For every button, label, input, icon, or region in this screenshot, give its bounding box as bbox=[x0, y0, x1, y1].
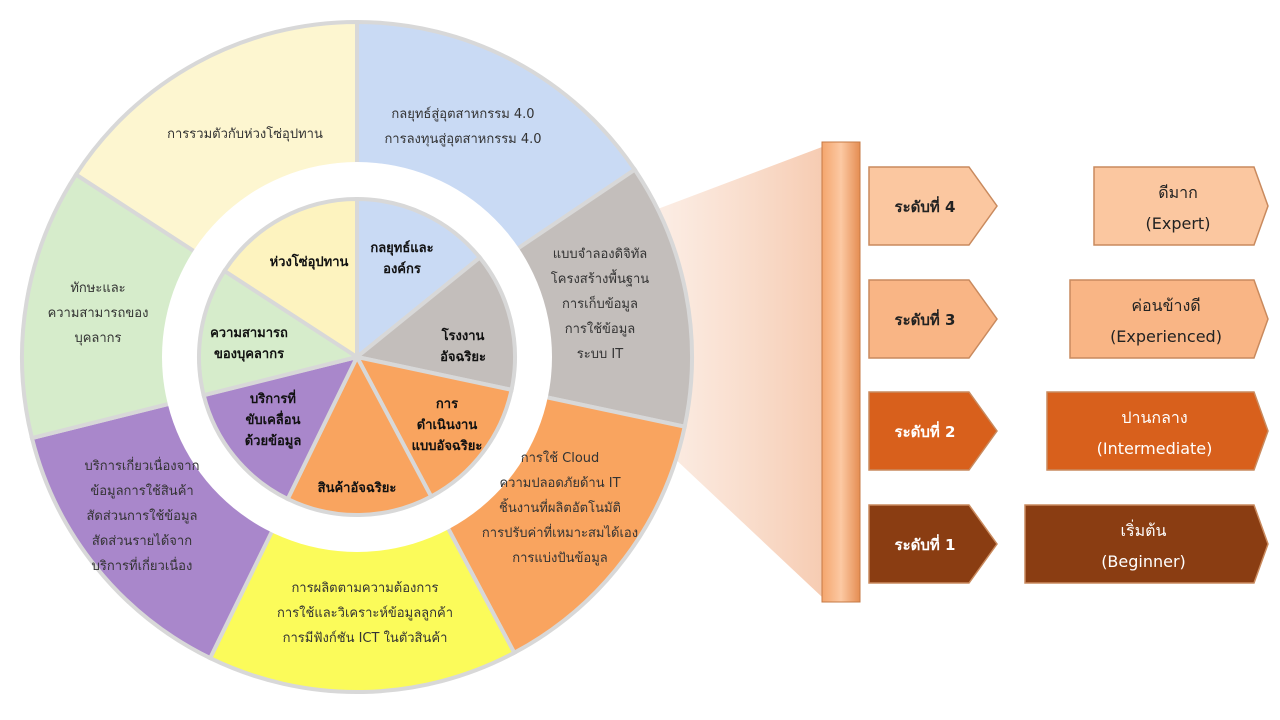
level-row: ระดับที่ 4 ดีมาก (Expert) bbox=[868, 166, 1269, 246]
wheel-outer-labels: กลยุทธ์สู่อุตสาหกรรม 4.0 การลงทุนสู่อุตสา… bbox=[48, 106, 650, 646]
outer-label-line: แบบจำลองดิจิทัล bbox=[553, 247, 648, 262]
outer-label-line: การใช้และวิเคราะห์ข้อมูลลูกค้า bbox=[277, 605, 453, 621]
inner-label-line: ของบุคลากร bbox=[214, 347, 284, 362]
inner-label-data-services: บริการที่ขับเคลื่อนด้วยข้อมูล bbox=[245, 389, 302, 449]
inner-segment-data-services bbox=[201, 354, 361, 502]
inner-label-line: องค์กร bbox=[383, 261, 421, 277]
wheel-inner-labels: กลยุทธ์และองค์กรโรงงานอัจฉริยะการดำเนินง… bbox=[210, 240, 486, 496]
outer-label-line: ข้อมูลการใช้สินค้า bbox=[90, 483, 193, 499]
level-arrow bbox=[868, 504, 998, 584]
inner-label-line: โรงงาน bbox=[441, 327, 485, 344]
inner-label-line: แบบอัจฉริยะ bbox=[412, 439, 483, 454]
inner-label-line: บริการที่ bbox=[250, 389, 296, 407]
outer-label-strategy: กลยุทธ์สู่อุตสาหกรรม 4.0 การลงทุนสู่อุตสา… bbox=[384, 106, 541, 147]
outer-label-products: การผลิตตามความต้องการการใช้และวิเคราะห์ข… bbox=[277, 581, 453, 646]
inner-label-factory: โรงงานอัจฉริยะ bbox=[440, 327, 486, 365]
outer-label-operations: การใช้ Cloud ความปลอดภัยด้าน IT ชิ้นงานที่… bbox=[482, 450, 638, 566]
inner-segment-supply-chain bbox=[221, 196, 359, 361]
level-result-thai: ดีมาก bbox=[1158, 183, 1198, 202]
inner-label-line: ห่วงโซ่อุปทาน bbox=[270, 253, 349, 270]
level-scale-bar bbox=[821, 141, 861, 603]
outer-label-line: สัดส่วนการใช้ข้อมูล bbox=[86, 508, 197, 524]
outer-label-line: ความปลอดภัยด้าน IT bbox=[499, 476, 620, 491]
outer-label-line: การเก็บข้อมูล bbox=[562, 294, 638, 312]
level-label: ระดับที่ 4 bbox=[895, 196, 956, 216]
inner-label-line: ดำเนินงาน bbox=[417, 417, 478, 433]
outer-label-line: บริการเกี่ยวเนื่องจาก bbox=[85, 457, 200, 474]
inner-label-line: ด้วยข้อมูล bbox=[245, 433, 302, 449]
level-arrow bbox=[868, 391, 998, 471]
level-row: ระดับที่ 1 เริ่มต้น (Beginner) bbox=[868, 504, 1269, 584]
outer-label-line: บริการที่เกี่ยวเนื่อง bbox=[92, 557, 193, 574]
outer-label-line: การรวมตัวกับห่วงโซ่อุปทาน bbox=[167, 126, 323, 142]
wheel-inner-ring bbox=[197, 196, 517, 517]
level-label: ระดับที่ 1 bbox=[895, 534, 956, 554]
inner-label-strategy: กลยุทธ์และองค์กร bbox=[370, 240, 433, 277]
outer-label-line: ระบบ IT bbox=[577, 347, 623, 362]
inner-label-line: สินค้าอัจฉริยะ bbox=[318, 480, 397, 496]
inner-label-line: กลยุทธ์และ bbox=[370, 240, 433, 256]
inner-label-employees: ความสามารถของบุคลากร bbox=[210, 326, 288, 362]
outer-label-line: ชิ้นงานที่ผลิตอัตโนมัติ bbox=[499, 498, 621, 516]
outer-label-employees: ทักษะและความสามารถของบุคลากร bbox=[48, 281, 149, 346]
outer-label-line: การปรับค่าที่เหมาะสมได้เอง bbox=[482, 524, 638, 541]
level-label: ระดับที่ 2 bbox=[895, 421, 956, 441]
outer-label-line: การลงทุนสู่อุตสาหกรรม 4.0 bbox=[384, 132, 541, 147]
level-result-thai: ปานกลาง bbox=[1121, 408, 1187, 427]
level-result-thai: เริ่มต้น bbox=[1121, 519, 1167, 540]
inner-segment-products bbox=[285, 352, 434, 517]
level-result-box bbox=[1069, 279, 1269, 359]
level-result-english: (Experienced) bbox=[1110, 327, 1222, 346]
level-arrow bbox=[868, 166, 998, 246]
outer-label-line: โครงสร้างพื้นฐาน bbox=[551, 269, 650, 287]
inner-segment-strategy bbox=[355, 196, 483, 362]
level-row: ระดับที่ 2 ปานกลาง (Intermediate) bbox=[868, 391, 1269, 471]
outer-label-line: ความสามารถของ bbox=[48, 306, 149, 321]
funnel-connector bbox=[655, 147, 822, 597]
inner-segment-employees bbox=[197, 268, 362, 398]
outer-label-line: การมีฟังก์ชัน ICT ในตัวสินค้า bbox=[283, 630, 448, 646]
level-result-box bbox=[1046, 391, 1269, 471]
outer-label-line: การใช้ข้อมูล bbox=[565, 321, 636, 337]
level-result-english: (Expert) bbox=[1146, 214, 1211, 233]
outer-label-line: สัดส่วนรายได้จาก bbox=[92, 533, 192, 549]
level-row: ระดับที่ 3 ค่อนข้างดี (Experienced) bbox=[868, 279, 1269, 359]
inner-label-line: การ bbox=[436, 397, 458, 412]
outer-label-line: บุคลากร bbox=[74, 331, 121, 346]
level-result-thai: ค่อนข้างดี bbox=[1131, 296, 1200, 315]
level-result-english: (Beginner) bbox=[1101, 552, 1186, 571]
inner-label-supply-chain: ห่วงโซ่อุปทาน bbox=[270, 253, 349, 270]
inner-label-line: ความสามารถ bbox=[210, 326, 288, 341]
level-list: ระดับที่ 4 ดีมาก (Expert) ระดับที่ 3 ค่อนข้า… bbox=[868, 166, 1269, 584]
inner-label-operations: การดำเนินงานแบบอัจฉริยะ bbox=[412, 397, 483, 454]
inner-segment-factory bbox=[352, 254, 517, 393]
inner-segment-operations bbox=[353, 354, 514, 500]
outer-label-line: การใช้ Cloud bbox=[521, 450, 600, 466]
level-result-english: (Intermediate) bbox=[1097, 439, 1213, 458]
level-result-box bbox=[1093, 166, 1269, 246]
outer-label-supply-chain: การรวมตัวกับห่วงโซ่อุปทาน bbox=[167, 126, 323, 142]
level-arrow bbox=[868, 279, 998, 359]
outer-label-line: การผลิตตามความต้องการ bbox=[291, 581, 438, 596]
level-result-box bbox=[1024, 504, 1269, 584]
outer-label-line: ทักษะและ bbox=[70, 281, 125, 296]
outer-label-line: การแบ่งปันข้อมูล bbox=[512, 551, 608, 566]
outer-label-data-services: บริการเกี่ยวเนื่องจากข้อมูลการใช้สินค้าส… bbox=[85, 457, 200, 574]
outer-label-line: กลยุทธ์สู่อุตสาหกรรม 4.0 bbox=[391, 106, 534, 122]
outer-label-factory: แบบจำลองดิจิทัลโครงสร้างพื้นฐานการเก็บข้… bbox=[551, 247, 650, 362]
inner-label-line: ขับเคลื่อน bbox=[246, 410, 301, 428]
inner-label-line: อัจฉริยะ bbox=[440, 350, 486, 365]
inner-label-products: สินค้าอัจฉริยะ bbox=[318, 480, 397, 496]
level-label: ระดับที่ 3 bbox=[895, 309, 956, 329]
